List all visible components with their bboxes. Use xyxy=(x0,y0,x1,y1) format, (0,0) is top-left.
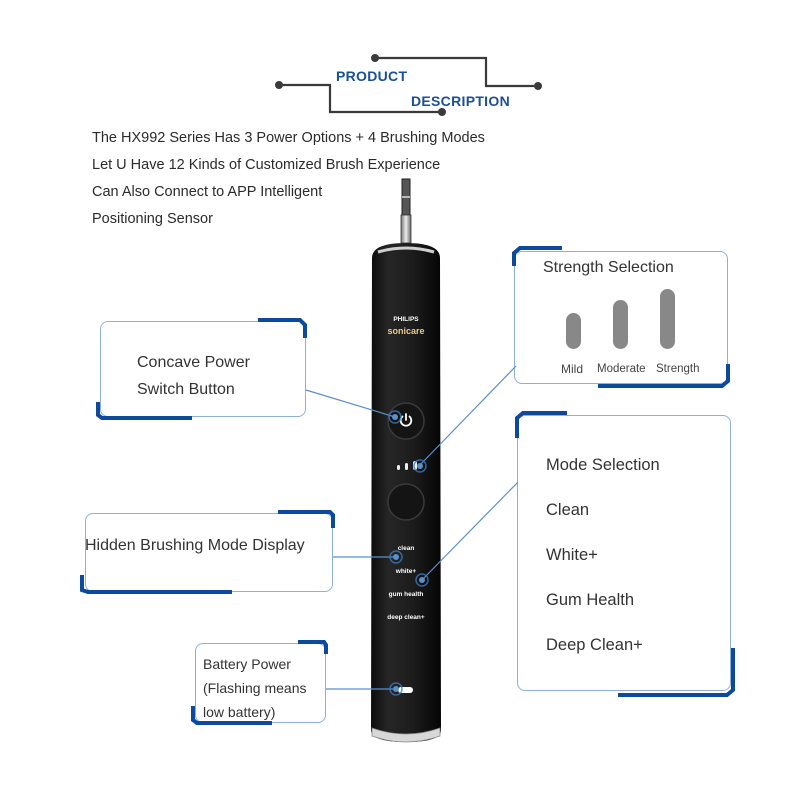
handle-mode-gum-health: gum health xyxy=(388,591,424,598)
power-icon[interactable] xyxy=(397,411,415,429)
mode-clean: Clean xyxy=(546,501,590,519)
handle-mode-white: white+ xyxy=(395,568,417,575)
mode-white: White+ xyxy=(546,546,598,564)
strength-label-strength: Strength xyxy=(656,363,700,375)
callout-mode-selection xyxy=(517,415,731,691)
handle-mode-deep-clean: deep clean+ xyxy=(387,614,425,621)
intro-line-4: Positioning Sensor xyxy=(92,211,213,227)
callout-power-text: Concave Power Switch Button xyxy=(137,349,250,403)
battery-text: Battery Power (Flashing means low batter… xyxy=(203,652,307,724)
strength-bar-moderate xyxy=(613,300,628,349)
battery-line1: Battery Power xyxy=(203,656,291,672)
strength-label-moderate: Moderate xyxy=(597,363,646,375)
intro-line-2: Let U Have 12 Kinds of Customized Brush … xyxy=(92,157,441,173)
mode-gum-health: Gum Health xyxy=(546,591,635,609)
mode-display-label: Hidden Brushing Mode Display xyxy=(85,537,305,554)
battery-line3: low battery) xyxy=(203,704,276,720)
header-title-product: PRODUCT xyxy=(336,68,408,84)
battery-line2: (Flashing means xyxy=(203,680,307,696)
intro-line-3: Can Also Connect to APP Intelligent xyxy=(92,184,323,200)
callout-power-line2: Switch Button xyxy=(137,381,235,398)
strength-bar-mild xyxy=(566,313,581,349)
mode-button[interactable] xyxy=(388,484,424,520)
mode-deep-clean: Deep Clean+ xyxy=(546,636,643,654)
strength-bar-strength xyxy=(660,289,675,349)
brand-sonicare: sonicare xyxy=(387,326,425,336)
callout-power-line1: Concave Power xyxy=(137,354,250,371)
brand-philips: PHILIPS xyxy=(393,316,419,323)
strength-title: Strength Selection xyxy=(543,259,674,276)
handle-mode-clean: clean xyxy=(397,545,415,552)
mode-selection-title: Mode Selection xyxy=(546,456,660,474)
header-title-description: DESCRIPTION xyxy=(411,93,510,109)
intro-line-1: The HX992 Series Has 3 Power Options + 4… xyxy=(92,130,485,146)
strength-label-mild: Mild xyxy=(561,362,584,376)
